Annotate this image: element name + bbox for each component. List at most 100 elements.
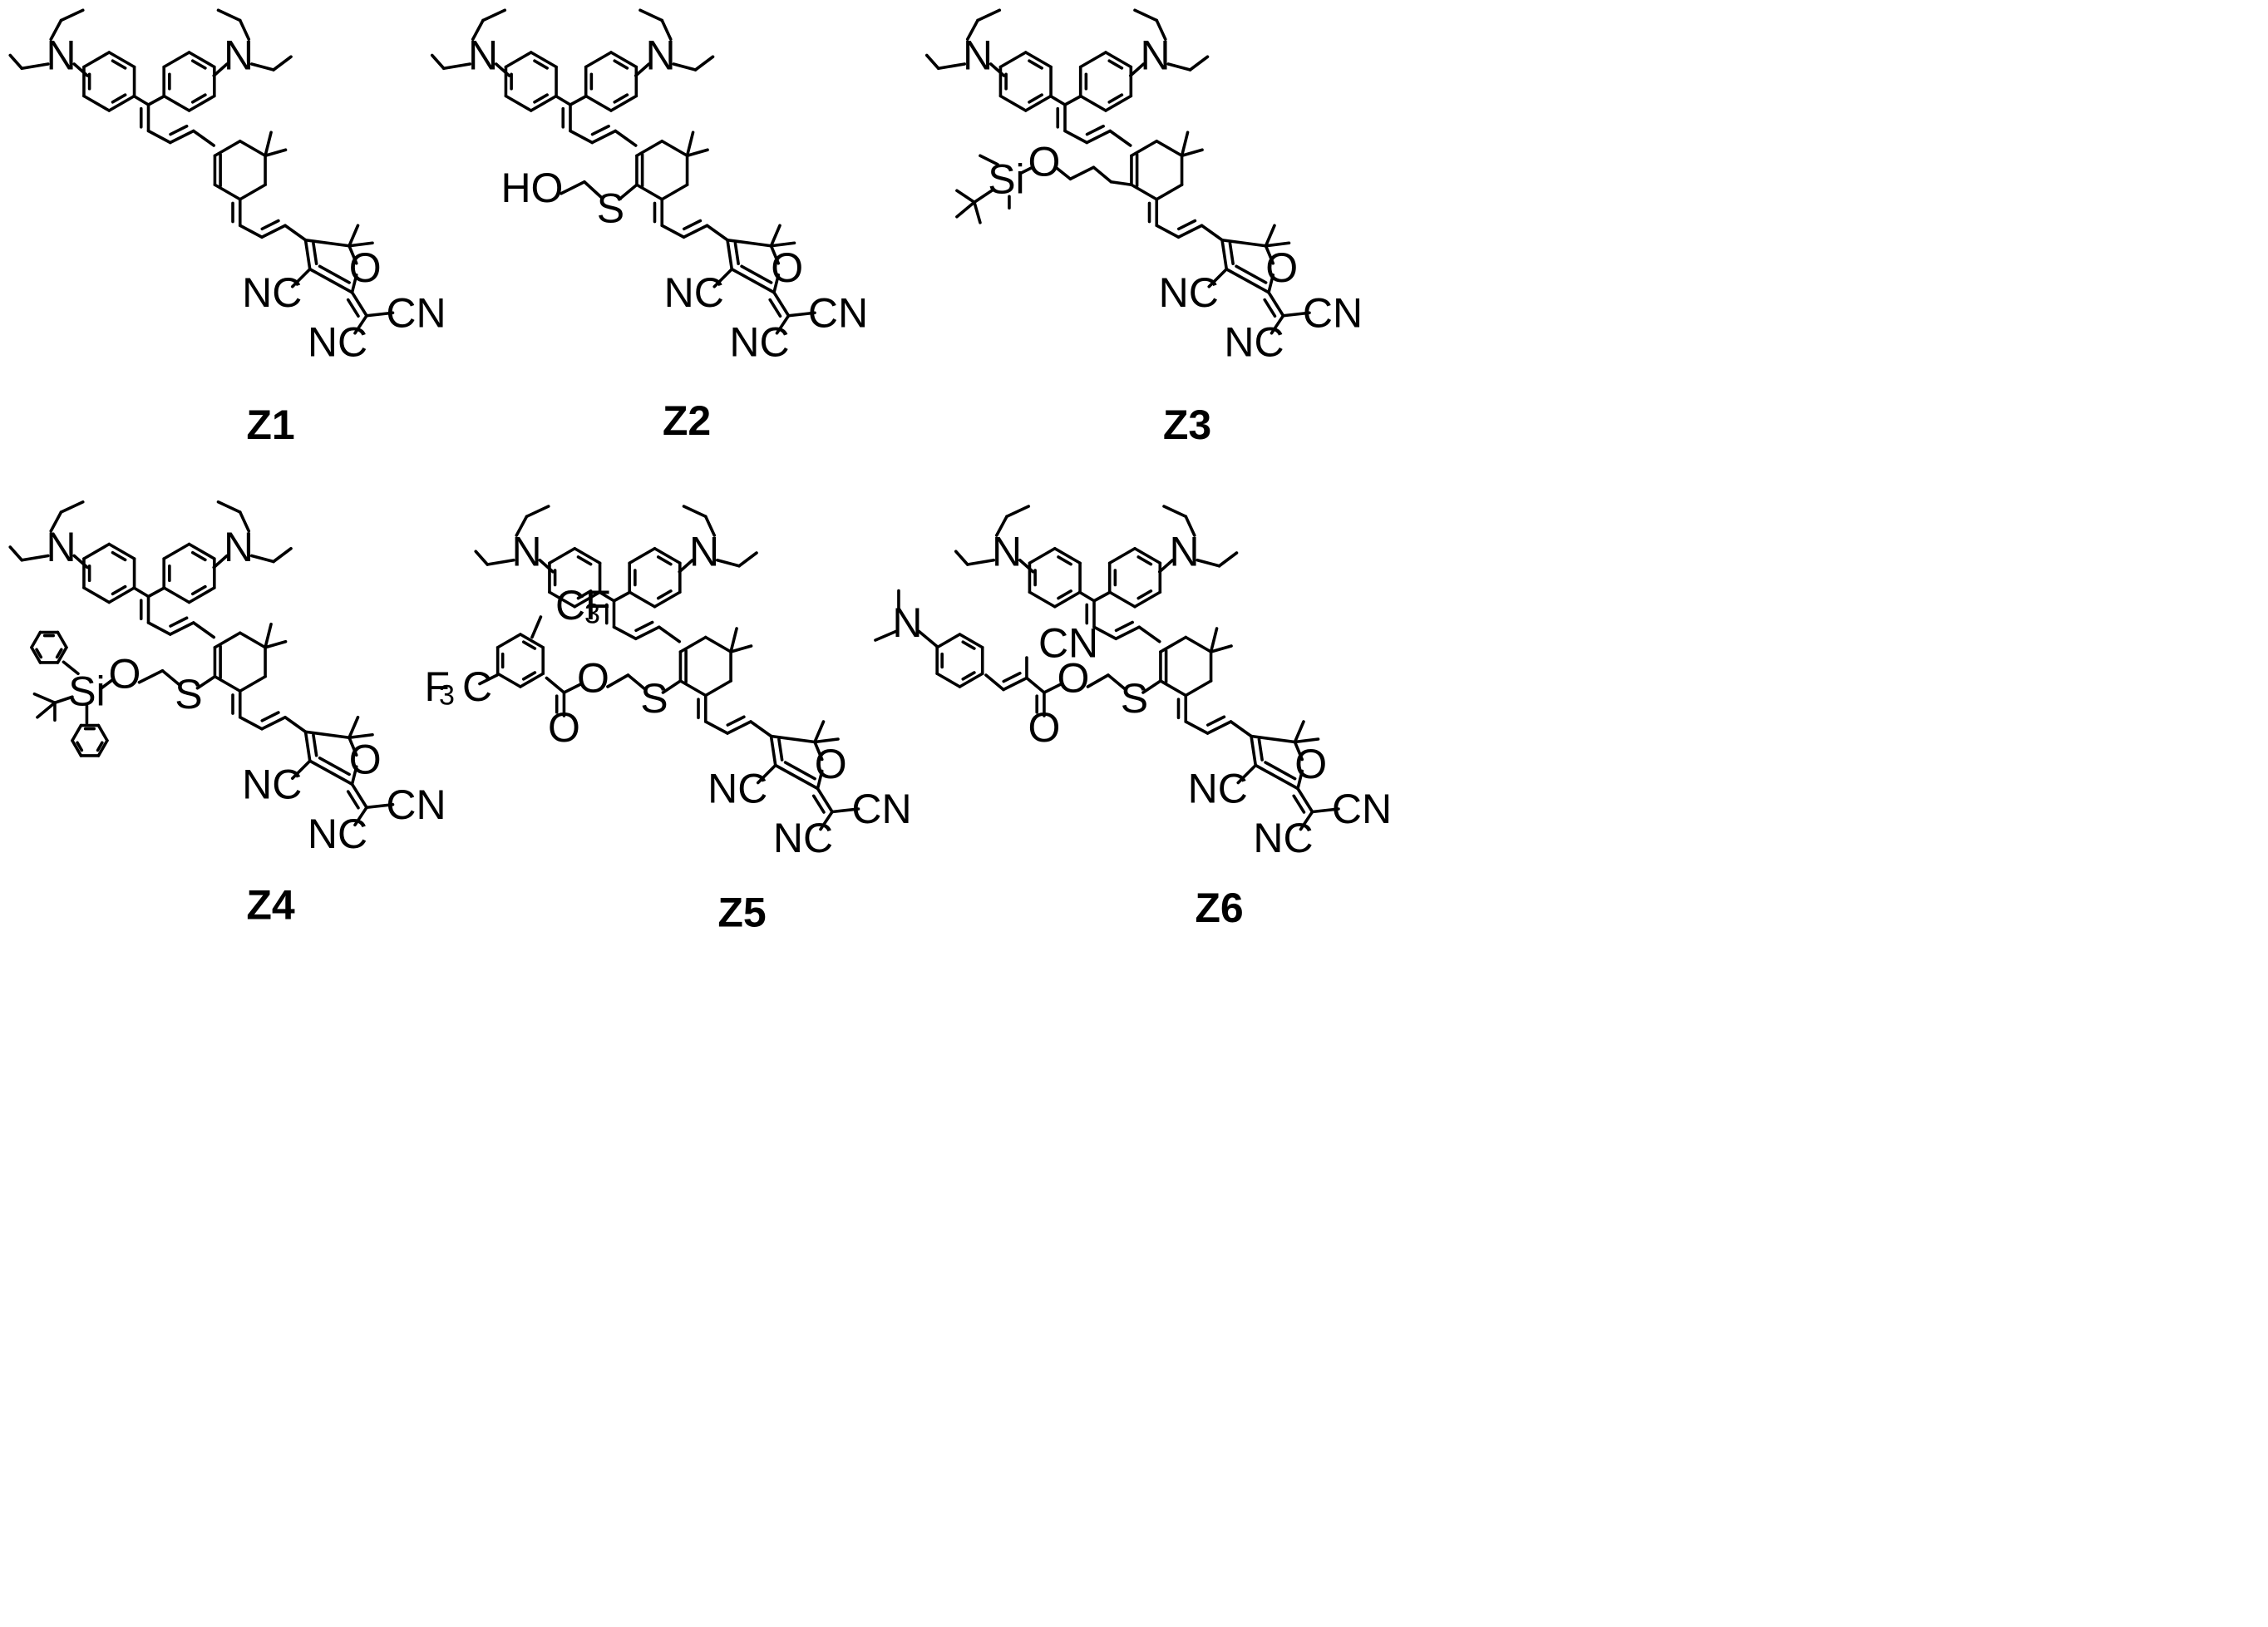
ring-inner-bond: [111, 584, 127, 596]
amine-nitrogen-right: N: [689, 528, 719, 574]
double-bond-inner: [1257, 737, 1264, 762]
bond: [486, 558, 515, 566]
bond: [49, 510, 63, 533]
benzene-left: [107, 94, 136, 112]
bond: [965, 558, 996, 566]
methyl: [264, 622, 273, 649]
furan-bond: [348, 244, 358, 265]
double-bond: [772, 290, 791, 318]
nitrile-bottom: NC: [1253, 815, 1313, 861]
methyl: [1264, 224, 1276, 248]
furan-bond: [772, 273, 781, 294]
double-bond-inner: [346, 298, 360, 318]
ring-inner-bond: [190, 550, 207, 562]
cyclohexene-bond: [1155, 139, 1184, 158]
subscript-3: 3: [439, 680, 455, 712]
double-bond: [726, 238, 734, 271]
methyl: [1264, 241, 1291, 248]
bond: [1077, 590, 1096, 603]
double-bond-inner: [1114, 620, 1134, 633]
benzene-left: [107, 542, 136, 560]
bond: [238, 18, 251, 42]
benzene-right: [187, 94, 216, 112]
benzene-dimethylamino: [935, 633, 962, 649]
nitrile-bond: [786, 311, 816, 318]
methyl: [769, 224, 781, 248]
bond: [583, 180, 604, 200]
benzene-right: [628, 590, 657, 609]
double-bond-inner: [260, 219, 280, 231]
nitrile-bond: [353, 313, 368, 335]
double-bond: [168, 129, 195, 145]
bond: [238, 224, 264, 239]
ring-inner-bond: [1136, 589, 1153, 600]
ring-inner-bond: [613, 59, 629, 70]
methyl: [32, 692, 57, 705]
bond: [693, 55, 715, 71]
bond: [560, 180, 586, 195]
nitrile-bottom: NC: [308, 811, 367, 857]
bond: [216, 500, 242, 514]
cyclohexene-bond: [660, 183, 689, 201]
bond: [430, 53, 446, 71]
bond: [59, 500, 85, 514]
bond: [1155, 224, 1181, 239]
amine-nitrogen-left: N: [511, 528, 541, 574]
bond: [1068, 165, 1096, 181]
double-bond-inner: [318, 264, 351, 284]
benzene-right: [584, 94, 613, 112]
bond: [954, 550, 969, 566]
bond: [238, 715, 264, 731]
benzene-left: [548, 590, 577, 609]
benzene-right: [609, 51, 638, 69]
bond: [612, 625, 638, 641]
benzene-cf3: [519, 633, 545, 649]
cyclohexene-bond: [213, 183, 242, 201]
bond: [606, 673, 630, 688]
double-bond-inner: [811, 794, 826, 814]
bond: [1054, 165, 1072, 181]
benzene-right: [187, 542, 216, 560]
nitrile-bond: [1270, 313, 1285, 335]
nitrile-bottom: NC: [729, 318, 789, 365]
nitrile-left: NC: [708, 766, 767, 812]
amine-nitrogen-left: N: [46, 32, 76, 79]
ether-oxygen: O: [1028, 138, 1060, 185]
double-bond-inner: [1292, 794, 1306, 814]
double-bond: [308, 267, 354, 294]
methyl: [979, 154, 999, 166]
bond: [8, 545, 24, 562]
cyclohexene-bond: [703, 635, 732, 653]
double-bond-inner: [1002, 671, 1022, 683]
amine-nitrogen-left: N: [992, 528, 1022, 574]
ring-inner-bond: [55, 648, 63, 659]
double-bond: [1085, 129, 1112, 145]
furan-bond: [1264, 244, 1275, 265]
cyclohexene-bond: [635, 139, 664, 158]
hydroxyl: HO: [500, 165, 563, 211]
benzene-left: [529, 94, 558, 112]
benzene-dimethylamino: [935, 672, 962, 688]
phenyl-bottom: [96, 723, 109, 742]
double-bond: [682, 224, 709, 239]
nitrile-bond: [819, 810, 834, 831]
double-bond-inner: [1263, 298, 1277, 318]
double-bond: [1296, 786, 1314, 814]
furan-oxygen: O: [349, 244, 382, 291]
ring-inner-bond: [613, 93, 629, 104]
nitrile-right: CN: [808, 289, 868, 336]
bond: [1128, 62, 1146, 77]
amine-nitrogen-right: N: [224, 524, 254, 570]
benzene-left: [573, 590, 602, 609]
double-bond: [730, 267, 776, 294]
ring-inner-bond: [1057, 555, 1072, 566]
benzene-left: [1023, 94, 1053, 112]
bond: [638, 8, 664, 22]
bond: [284, 224, 308, 242]
double-bond-inner: [169, 616, 189, 628]
double-bond-inner: [346, 790, 360, 810]
bond: [1157, 558, 1175, 574]
benzene-left: [529, 51, 558, 69]
nitrile-bond: [1310, 807, 1340, 814]
benzene-cf3: [496, 633, 522, 649]
